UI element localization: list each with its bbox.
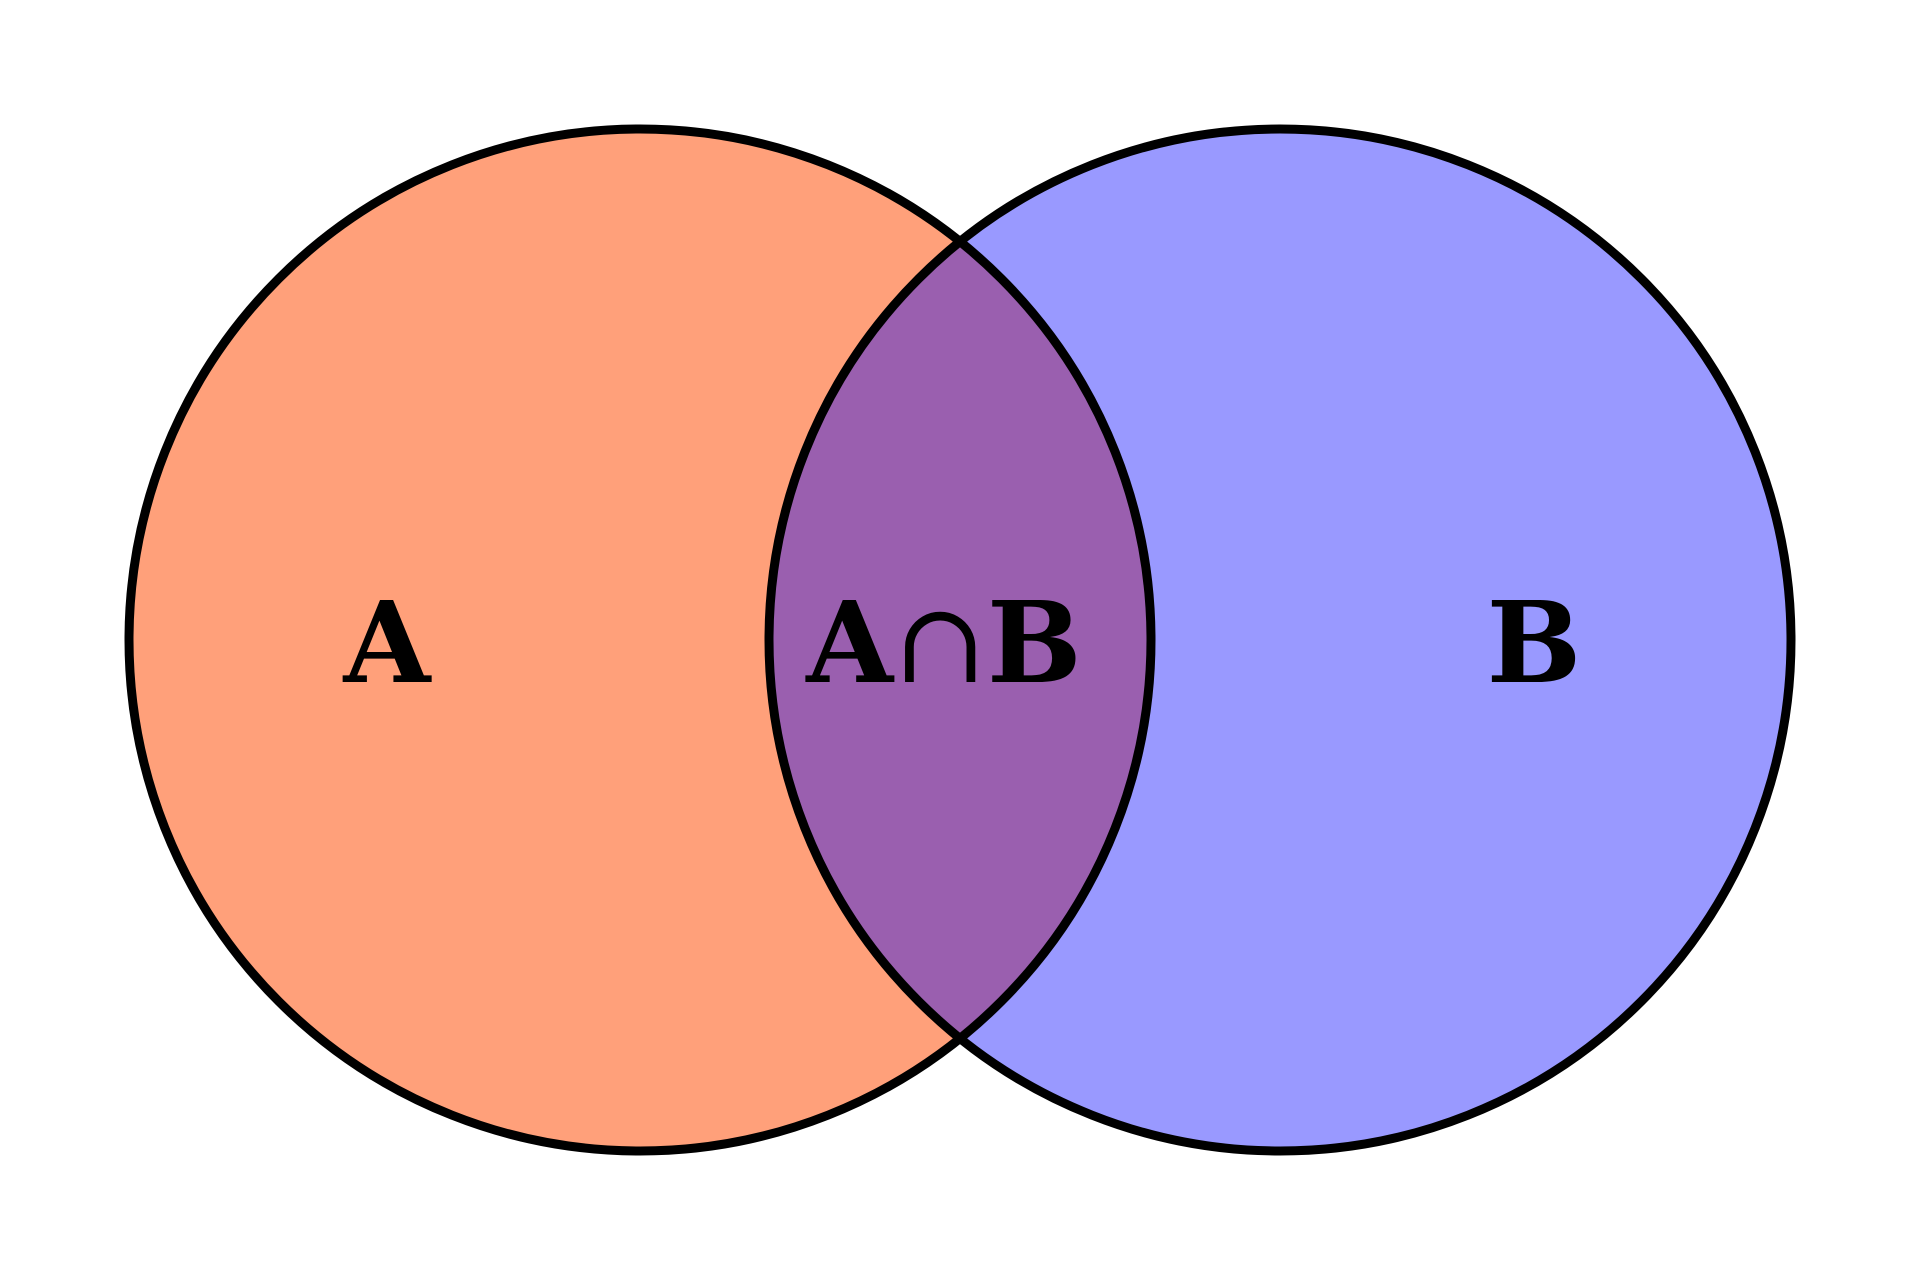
set-a-outline [124,124,1156,1156]
set-b-outline [764,124,1796,1156]
set-b-label: B [1487,578,1582,709]
set-a-label: A [343,578,433,709]
intersection-label: A∩B [805,578,1081,709]
intersection-label-a: A [805,578,895,709]
intersection-label-b: B [987,578,1082,709]
intersection-region [769,129,1151,1151]
intersection-operator: ∩ [893,579,987,709]
